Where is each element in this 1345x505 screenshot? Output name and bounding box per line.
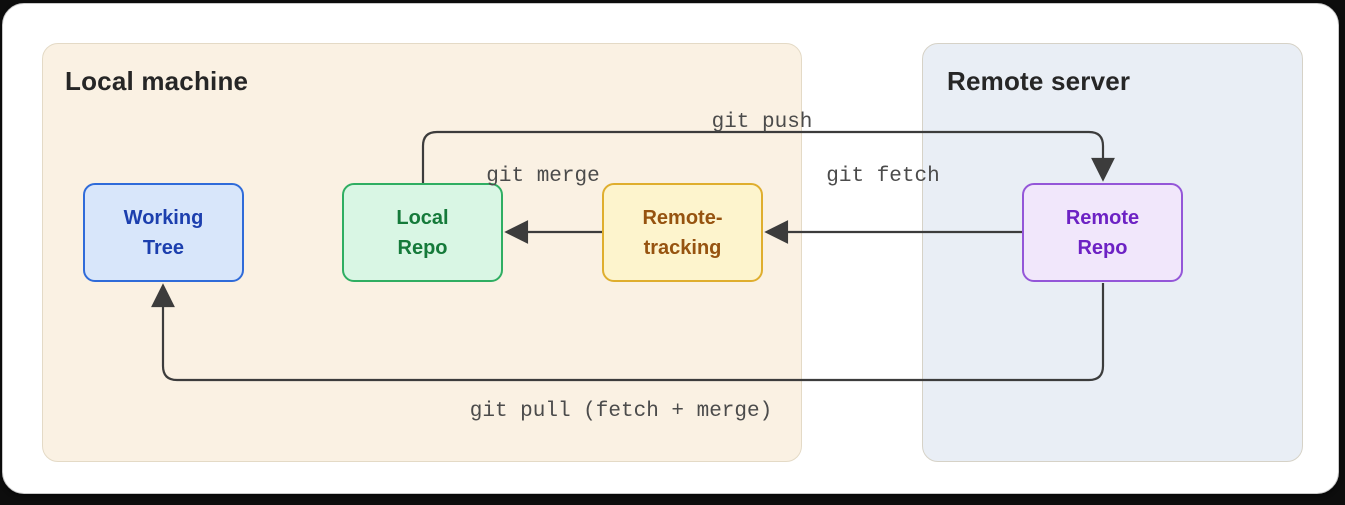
node-working-tree: Working Tree bbox=[83, 183, 244, 282]
node-local-repo-label: Local Repo bbox=[396, 206, 449, 259]
node-remote-repo: Remote Repo bbox=[1022, 183, 1183, 282]
node-remote-tracking-label: Remote- tracking bbox=[642, 206, 723, 259]
local-machine-title: Local machine bbox=[65, 66, 249, 96]
node-working-tree-label: Working Tree bbox=[123, 206, 204, 259]
remote-server-title: Remote server bbox=[947, 66, 1131, 96]
node-local-repo: Local Repo bbox=[342, 183, 503, 282]
node-remote-repo-label: Remote Repo bbox=[1065, 206, 1140, 259]
node-remote-tracking: Remote- tracking bbox=[602, 183, 763, 282]
